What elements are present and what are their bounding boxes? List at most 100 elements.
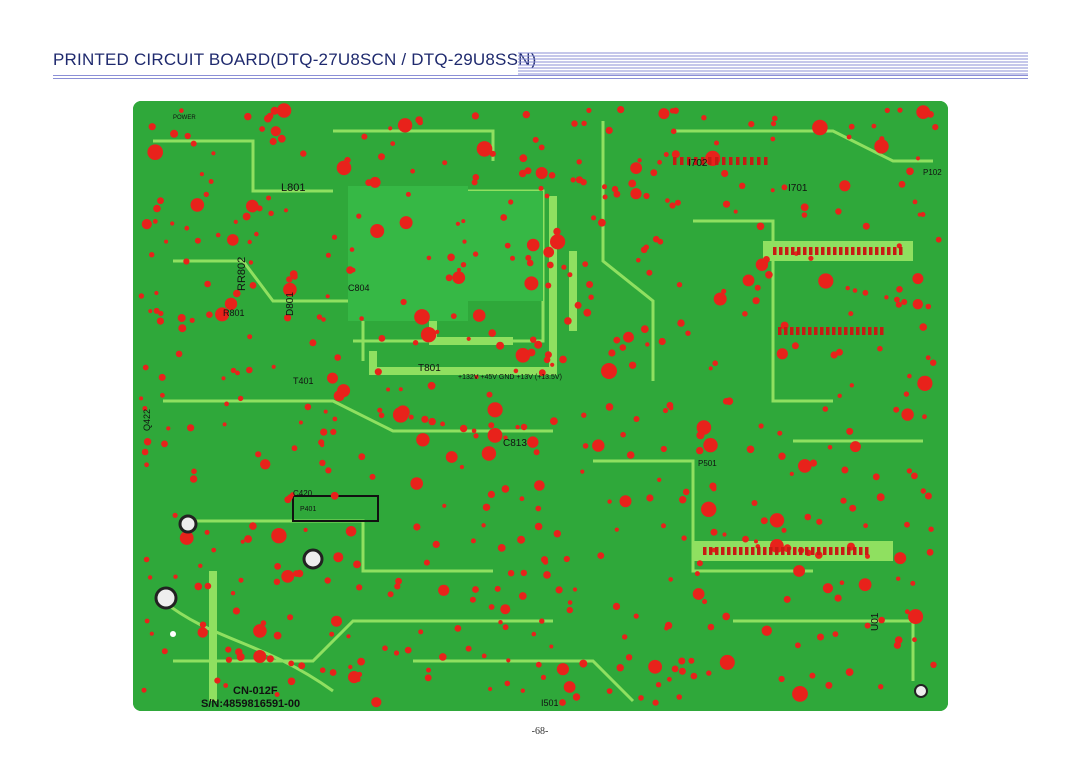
solder-pad — [330, 428, 337, 435]
solder-pad — [349, 247, 355, 252]
solder-pad — [761, 625, 772, 636]
solder-pad — [271, 364, 276, 369]
solder-pad — [230, 367, 237, 374]
solder-pad — [177, 314, 186, 322]
solder-pad — [679, 496, 687, 504]
solder-pad — [199, 621, 207, 628]
solder-pad — [138, 293, 145, 299]
solder-pad — [758, 423, 764, 429]
solder-pad — [388, 126, 393, 131]
solder-pad — [674, 199, 681, 206]
solder-pad — [598, 218, 606, 227]
solder-pad — [719, 654, 735, 670]
solder-pad — [550, 362, 555, 367]
solder-pad — [898, 180, 906, 188]
solder-pad — [143, 556, 150, 563]
solder-pad — [481, 446, 497, 461]
solder-pad — [893, 641, 902, 649]
solder-pad — [377, 407, 383, 413]
ic-pin — [839, 247, 843, 255]
solder-pad — [920, 488, 926, 494]
ic-pin — [880, 327, 884, 335]
ic-pin — [715, 157, 719, 165]
solder-pad — [424, 674, 432, 682]
solder-pad — [903, 391, 910, 397]
solder-pad — [359, 316, 364, 321]
solder-pad — [157, 197, 164, 205]
solder-pad — [519, 154, 528, 163]
solder-pad — [329, 669, 337, 676]
label-i702: I702 — [688, 158, 708, 169]
solder-pad — [582, 261, 589, 267]
solder-pad — [141, 687, 147, 693]
ic-pin — [750, 157, 754, 165]
solder-pad — [822, 406, 829, 412]
solder-pad — [329, 631, 335, 637]
solder-pad — [849, 383, 854, 388]
solder-pad — [682, 488, 690, 496]
solder-pad — [237, 395, 244, 402]
solder-pad — [935, 236, 942, 243]
solder-pad — [845, 668, 854, 676]
solder-pad — [816, 518, 823, 525]
solder-pad — [327, 372, 338, 384]
ic-pin — [863, 247, 867, 255]
solder-pad — [625, 654, 633, 661]
solder-pad — [225, 656, 232, 663]
solder-pad — [592, 439, 605, 452]
ic-pin — [833, 247, 837, 255]
solder-pad — [710, 528, 718, 536]
solder-pad — [334, 354, 341, 361]
solder-pad — [906, 167, 914, 176]
solder-pad — [438, 584, 450, 596]
solder-pad — [798, 459, 812, 473]
solder-pad — [233, 219, 238, 224]
solder-pad — [435, 329, 440, 334]
ic-pin — [751, 547, 755, 555]
solder-pad — [755, 258, 769, 271]
solder-pad — [361, 133, 368, 140]
solder-pad — [303, 527, 308, 532]
solder-pad — [392, 407, 409, 423]
solder-pad — [712, 360, 718, 367]
label-c813: C813 — [503, 438, 527, 449]
solder-pad — [678, 667, 686, 675]
solder-pad — [466, 336, 471, 341]
solder-pad — [725, 397, 734, 406]
solder-pad — [277, 134, 286, 143]
solder-pad — [232, 607, 240, 615]
solder-pad — [203, 191, 209, 198]
label-board-code: CN-012F — [233, 685, 278, 697]
solder-pad — [211, 151, 216, 156]
solder-pad — [574, 301, 582, 309]
ic-pin — [859, 547, 863, 555]
solder-pad — [255, 451, 262, 458]
ic-pin — [775, 547, 779, 555]
solder-pad — [154, 290, 159, 296]
solder-pad — [922, 414, 927, 420]
ic-pin — [703, 547, 707, 555]
solder-pad — [906, 468, 913, 474]
solder-pad — [845, 285, 850, 291]
ic-pin — [838, 327, 842, 335]
ic-pin — [820, 327, 824, 335]
ic-pin — [862, 327, 866, 335]
solder-pad — [524, 276, 539, 291]
solder-pad — [161, 440, 168, 448]
solder-pad — [534, 480, 545, 491]
solder-pad — [532, 136, 539, 143]
title-rule-lines — [518, 51, 1028, 77]
solder-pad — [613, 190, 621, 198]
solder-pad — [321, 317, 326, 322]
solder-pad — [572, 587, 578, 592]
solder-pad — [191, 468, 197, 475]
ic-pin — [865, 547, 869, 555]
solder-pad — [789, 471, 794, 476]
solder-pad — [912, 637, 917, 643]
solder-pad — [414, 309, 430, 325]
solder-pad — [630, 162, 642, 174]
solder-pad — [572, 693, 581, 701]
ic-pin — [785, 247, 789, 255]
solder-pad — [520, 569, 527, 577]
solder-pad — [908, 609, 924, 625]
